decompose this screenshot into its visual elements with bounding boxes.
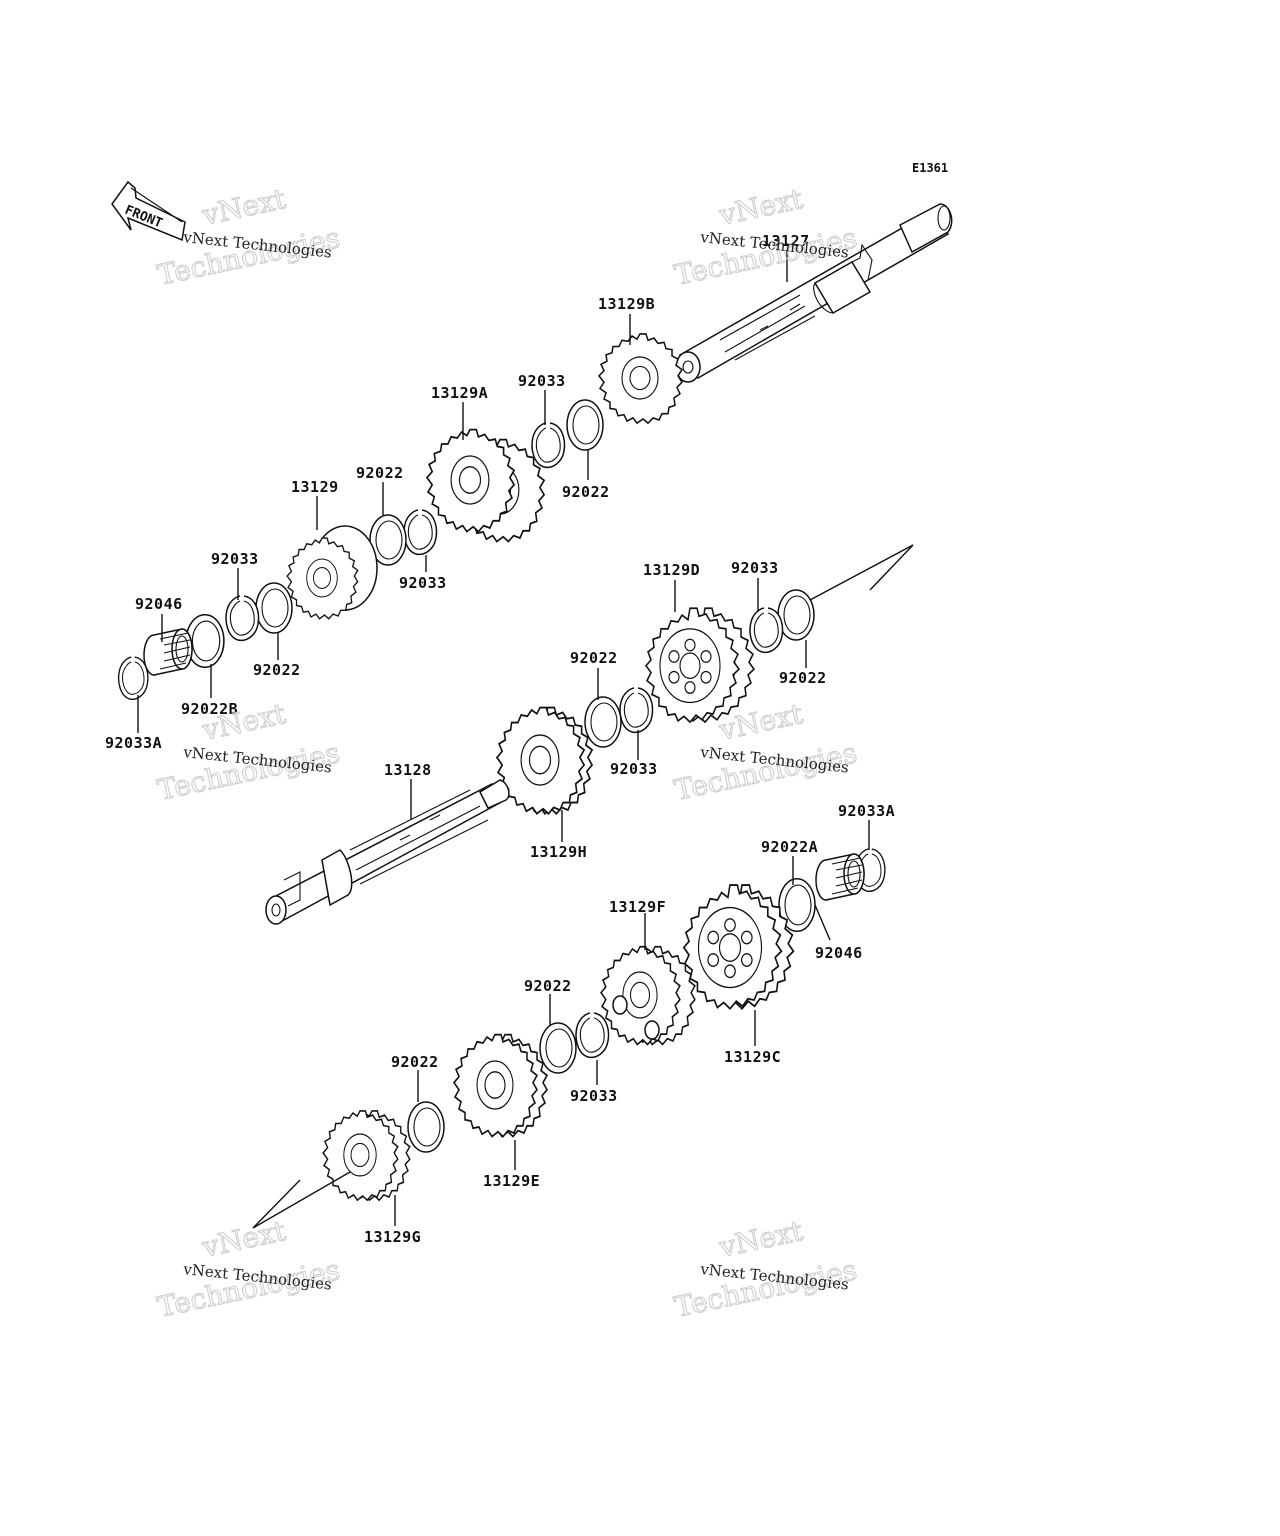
- label-92022-g: 92022: [391, 1053, 439, 1071]
- washer-92022-h: [584, 696, 622, 748]
- label-92033-left: 92033: [211, 550, 259, 568]
- label-92022-mid: 92022: [356, 464, 404, 482]
- watermark: vNext Technologies vNext Technologies: [154, 181, 343, 292]
- svg-text:vNext: vNext: [199, 182, 290, 232]
- bearing-92046-right: [815, 853, 865, 901]
- gear-13129: [286, 525, 378, 620]
- label-13129F: 13129F: [609, 898, 666, 916]
- watermark: vNext Technologies vNext Technologies: [671, 1213, 860, 1324]
- leader-lines: [137, 250, 870, 1226]
- bearing-92046-left: [143, 628, 193, 676]
- label-92033A-right: 92033A: [838, 802, 895, 820]
- watermark: vNext Technologies vNext Technologies: [154, 1213, 343, 1324]
- washer-92022-g: [407, 1101, 445, 1153]
- circlip-92033-mid: [403, 509, 438, 556]
- label-13129D: 13129D: [643, 561, 700, 579]
- shaft-13127: [675, 203, 953, 383]
- label-13129B: 13129B: [598, 295, 655, 313]
- label-92046-left: 92046: [135, 595, 183, 613]
- label-13129H: 13129H: [530, 843, 587, 861]
- circlip-92033-h: [619, 687, 654, 734]
- label-92033A-left: 92033A: [105, 734, 162, 752]
- label-13129G: 13129G: [364, 1228, 421, 1246]
- label-13129E: 13129E: [483, 1172, 540, 1190]
- label-13129: 13129: [291, 478, 339, 496]
- circlip-92033-d: [749, 607, 784, 654]
- label-92033-mid: 92033: [399, 574, 447, 592]
- washer-92022-e: [539, 1022, 577, 1074]
- axis-line-upper-tick: [869, 544, 914, 591]
- label-92046-right: 92046: [815, 944, 863, 962]
- label-92033-e: 92033: [570, 1087, 618, 1105]
- label-92022-e: 92022: [524, 977, 572, 995]
- axis-line-lower-tick: [252, 1179, 301, 1229]
- svg-text:vNext: vNext: [716, 182, 807, 232]
- circlip-92033-e: [575, 1012, 610, 1059]
- label-92022-h: 92022: [570, 649, 618, 667]
- washer-92022-top: [566, 399, 604, 451]
- circlip-92033-top: [531, 422, 566, 469]
- label-92022-top-right: 92022: [562, 483, 610, 501]
- svg-text:vNext: vNext: [199, 1214, 290, 1264]
- diagram-code: E1361: [912, 161, 948, 175]
- washer-92022-d: [777, 589, 815, 641]
- label-92022B: 92022B: [181, 700, 238, 718]
- axis-line-upper: [809, 544, 914, 601]
- gear-13129F: [600, 945, 696, 1046]
- label-13129C: 13129C: [724, 1048, 781, 1066]
- label-92022-left: 92022: [253, 661, 301, 679]
- label-92033-h: 92033: [610, 760, 658, 778]
- label-92033-d: 92033: [731, 559, 779, 577]
- label-92022-d: 92022: [779, 669, 827, 687]
- svg-text:vNext: vNext: [716, 1214, 807, 1264]
- washer-92022-left: [255, 582, 293, 634]
- shaft-13128: [265, 779, 510, 925]
- label-92033-top: 92033: [518, 372, 566, 390]
- front-arrow-icon: FRONT: [111, 180, 186, 242]
- label-92022A: 92022A: [761, 838, 818, 856]
- label-13129A: 13129A: [431, 384, 488, 402]
- label-13128: 13128: [384, 761, 432, 779]
- gear-13129B: [598, 333, 683, 424]
- axis-line-lower: [252, 1171, 351, 1229]
- circlip-92033-left: [225, 595, 260, 642]
- label-13127: 13127: [762, 232, 810, 250]
- circlip-92033A-left: [117, 656, 149, 700]
